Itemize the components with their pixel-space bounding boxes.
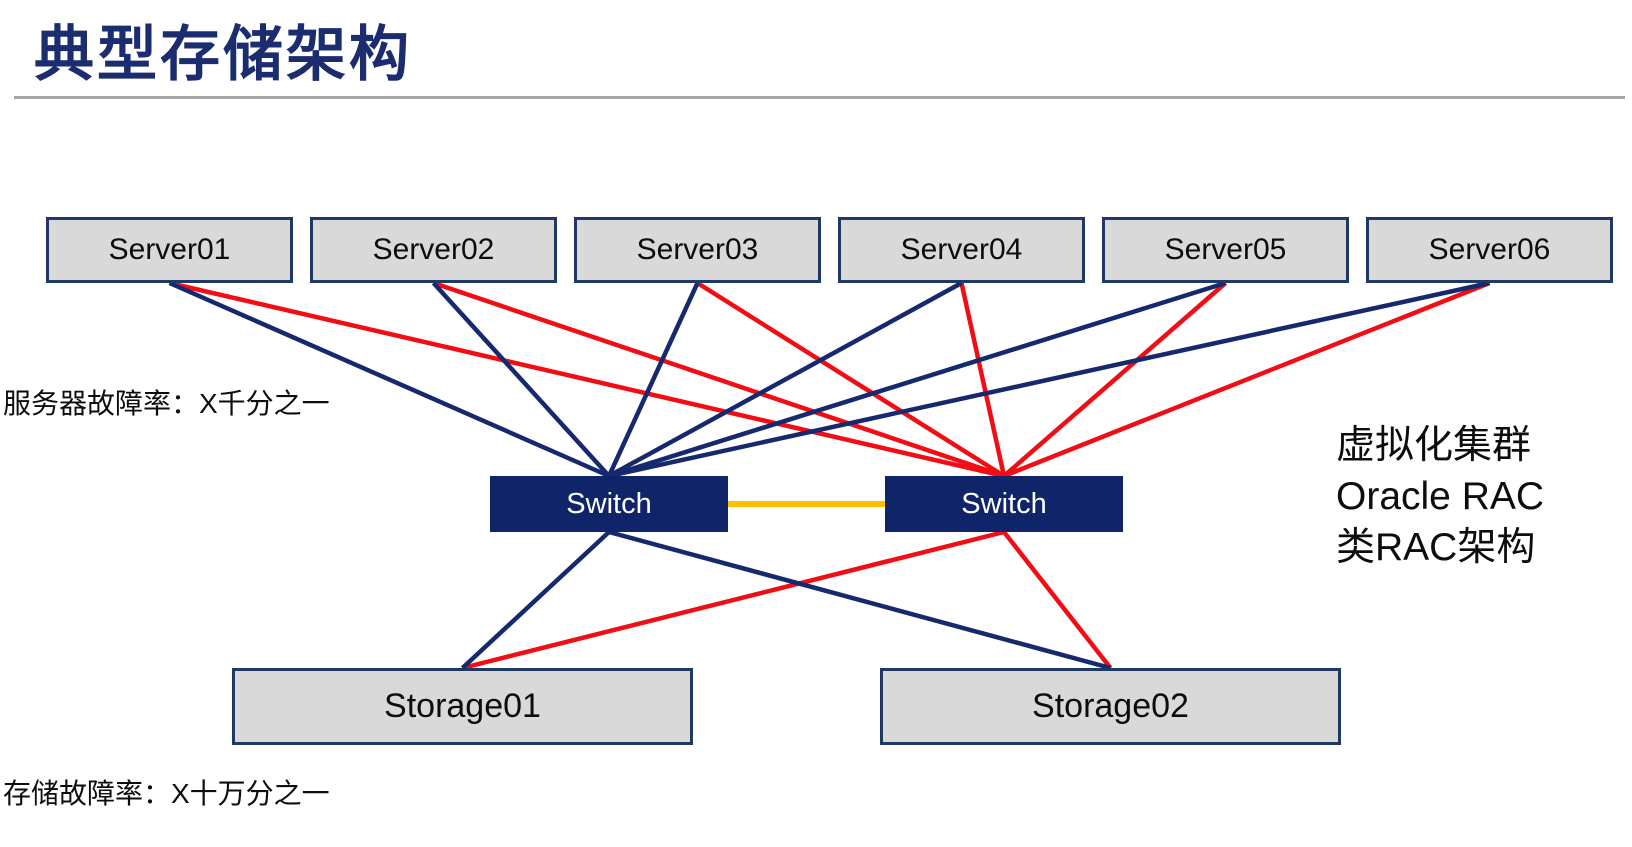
- cluster-note-line-3: 类RAC架构: [1336, 526, 1536, 569]
- edge-server03-switch-a: [606, 282, 700, 477]
- cluster-note-line-2: Oracle RAC: [1336, 475, 1545, 518]
- node-label: Switch: [566, 487, 652, 520]
- edge-server04-switch-b: [959, 282, 1007, 477]
- edge-server04-switch-a: [607, 281, 963, 478]
- page-title: 典型存储架构: [34, 21, 412, 88]
- title-divider: [14, 96, 1625, 99]
- node-server04: Server04: [838, 217, 1085, 283]
- node-switch-b: Switch: [885, 476, 1123, 532]
- cluster-note-line-1: 虚拟化集群: [1336, 424, 1532, 467]
- edge-switch-a-storage01: [460, 530, 611, 670]
- edge-server02-switch-a: [431, 281, 611, 478]
- edge-server06-switch-a: [608, 280, 1490, 479]
- node-storage02: Storage02: [880, 668, 1341, 745]
- edge-server01-switch-a: [168, 280, 610, 479]
- edge-switch-b-storage01: [461, 529, 1005, 671]
- node-label: Server04: [900, 233, 1023, 266]
- edge-switch-b-storage02: [1002, 530, 1113, 670]
- edge-server05-switch-a: [608, 280, 1227, 479]
- edge-server02-switch-b: [432, 280, 1005, 479]
- node-storage01: Storage01: [232, 668, 693, 745]
- node-label: Server05: [1164, 233, 1287, 266]
- node-label: Server06: [1428, 233, 1551, 266]
- node-server02: Server02: [310, 217, 557, 283]
- node-server05: Server05: [1102, 217, 1349, 283]
- node-label: Server03: [636, 233, 759, 266]
- node-switch-a: Switch: [490, 476, 728, 532]
- edge-server03-switch-b: [696, 281, 1006, 478]
- node-server03: Server03: [574, 217, 821, 283]
- server-failure-rate-label: 服务器故障率：X千分之一: [3, 388, 330, 419]
- node-server06: Server06: [1366, 217, 1613, 283]
- node-label: Server02: [372, 233, 495, 266]
- node-label: Server01: [108, 233, 231, 266]
- edge-switch-a-storage02: [608, 529, 1112, 671]
- storage-failure-rate-label: 存储故障率：X十万分之一: [3, 778, 330, 809]
- node-label: Storage01: [384, 687, 541, 725]
- edge-server01-switch-b: [168, 280, 1005, 479]
- node-label: Storage02: [1032, 687, 1189, 725]
- cluster-note: 虚拟化集群 Oracle RAC 类RAC架构: [1336, 420, 1544, 573]
- node-server01: Server01: [46, 217, 293, 283]
- edge-server06-switch-b: [1003, 280, 1491, 479]
- node-label: Switch: [961, 487, 1047, 520]
- edge-server05-switch-b: [1002, 281, 1227, 478]
